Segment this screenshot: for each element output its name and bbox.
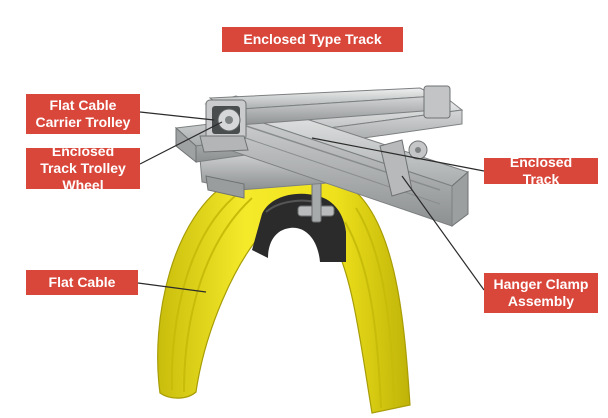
hanger-clamp-shape	[379, 139, 428, 197]
leader-lines	[137, 111, 485, 293]
trolley-wheel-end	[199, 99, 249, 153]
callout-enclosed-track: Enclosed Track	[484, 154, 598, 187]
callout-hanger-clamp: Hanger Clamp Assembly	[484, 273, 598, 313]
leader-trolley-wheel	[139, 121, 223, 165]
leader-carrier-trolley	[139, 111, 215, 121]
callout-flat-cable: Flat Cable	[26, 270, 138, 295]
diagram-title: Enclosed Type Track	[222, 27, 403, 52]
callout-carrier-trolley: Flat Cable Carrier Trolley	[26, 94, 140, 134]
leader-hanger-clamp	[401, 175, 485, 291]
leader-flat-cable	[137, 282, 207, 293]
callout-trolley-wheel: Enclosed Track Trolley Wheel	[26, 143, 140, 193]
upper-track-beam	[208, 85, 451, 127]
leader-enclosed-track	[311, 137, 485, 172]
